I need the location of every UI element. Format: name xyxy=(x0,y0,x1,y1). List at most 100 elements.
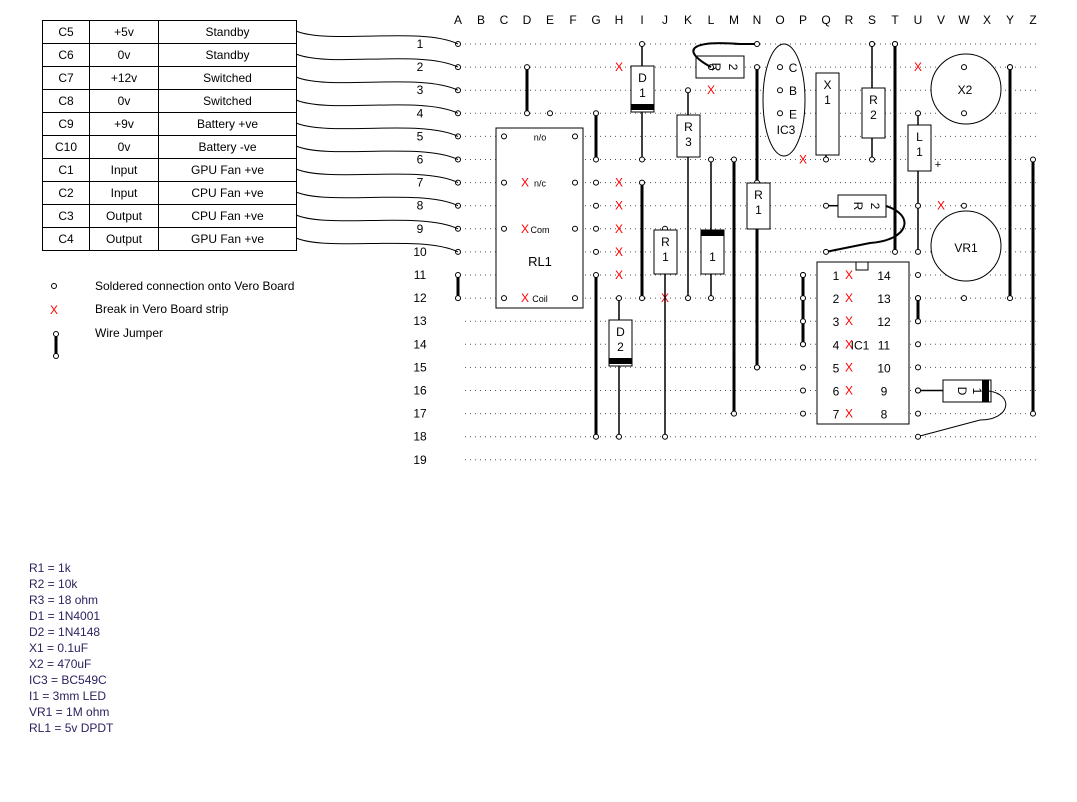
strip-break-mark: X xyxy=(615,176,623,190)
relay-rl1-label: RL1 xyxy=(528,254,552,269)
resistor-r2-body xyxy=(861,87,886,139)
pot-pin xyxy=(961,202,967,209)
connector-function: Switched xyxy=(158,89,297,113)
row-label: 18 xyxy=(413,430,427,444)
jumper-end xyxy=(593,156,599,163)
capacitor-x2-body xyxy=(930,53,1002,125)
ic1-pin-number: 5 xyxy=(833,361,840,375)
column-label: M xyxy=(729,13,739,27)
resistor-r1-body xyxy=(653,229,678,275)
row-label: 7 xyxy=(417,176,424,190)
relay-pin xyxy=(572,295,578,302)
strip-break-mark: X xyxy=(845,407,853,421)
ic1-pin-number: 12 xyxy=(877,315,891,329)
resistor-r2-pin xyxy=(869,156,875,163)
column-label: X xyxy=(983,13,991,27)
connector-function: CPU Fan +ve xyxy=(158,204,297,228)
jumper-end xyxy=(639,179,645,186)
column-label: Q xyxy=(821,13,830,27)
diode-d2-pin xyxy=(616,295,622,302)
row-label: 4 xyxy=(417,106,424,120)
column-label: D xyxy=(523,13,532,27)
legend-jumper-icon xyxy=(53,353,59,359)
row-label: 14 xyxy=(413,337,427,351)
ic1-pin-number: 14 xyxy=(877,269,891,283)
diode-d1-pin xyxy=(639,156,645,163)
jumper-end xyxy=(1030,156,1036,163)
resistor-pin xyxy=(823,248,829,255)
column-label: P xyxy=(799,13,807,27)
column-label: U xyxy=(914,13,923,27)
jumper-end xyxy=(455,295,461,302)
led-plus-mark: + xyxy=(935,159,941,171)
connector-wire xyxy=(295,214,459,230)
strip-break-mark: X xyxy=(707,83,715,97)
ic1-label: IC1 xyxy=(851,338,870,352)
relay-pin xyxy=(501,133,507,140)
resistor-r1-label: 1 xyxy=(662,250,669,264)
ic1-pin xyxy=(800,318,806,325)
relay-pin xyxy=(572,179,578,186)
parts-list-item: RL1 = 5v DPDT xyxy=(29,721,114,735)
relay-rl1-body xyxy=(495,127,584,309)
diode-d2-band xyxy=(609,358,632,364)
diode-d1-pin xyxy=(639,41,645,47)
jumper-end xyxy=(639,295,645,302)
relay-pin xyxy=(572,225,578,232)
column-label: O xyxy=(775,13,784,27)
legend-jumper-icon xyxy=(53,331,59,337)
connector-wire xyxy=(295,191,459,207)
strip-break-mark: X xyxy=(937,199,945,213)
column-label: F xyxy=(569,13,576,27)
resistor-r1b-body xyxy=(746,182,771,230)
jumper-end xyxy=(731,410,737,417)
solder-point xyxy=(593,225,599,232)
connector-wire xyxy=(295,237,459,253)
led-l1-pin xyxy=(915,110,921,117)
jumper-end xyxy=(593,433,599,440)
row-label: 6 xyxy=(417,153,424,167)
ic1-pin-number: 9 xyxy=(881,385,888,399)
jumper-end xyxy=(593,110,599,117)
jumper-end xyxy=(731,156,737,163)
row-label: 13 xyxy=(413,314,427,328)
transistor-pin-label: E xyxy=(789,107,797,121)
connector-voltage: +9v xyxy=(89,112,159,136)
ic1-pin xyxy=(800,387,806,394)
transistor-pin xyxy=(777,87,783,94)
strip-break-mark: X xyxy=(845,360,853,374)
ic1-pin-number: 6 xyxy=(833,385,840,399)
relay-pin xyxy=(501,179,507,186)
ic1-pin xyxy=(800,410,806,417)
strip-break-mark: X xyxy=(799,153,807,167)
connector-wire xyxy=(295,122,459,137)
connector-function: Standby xyxy=(158,43,297,67)
parts-list-item: I1 = 3mm LED xyxy=(29,689,107,703)
row-label: 10 xyxy=(413,245,427,259)
jumper-end xyxy=(455,272,461,278)
relay-pin xyxy=(572,133,578,140)
row-label: 17 xyxy=(413,407,427,421)
connector-voltage: 0v xyxy=(89,89,159,113)
diode-d1-h-label: D xyxy=(955,387,969,396)
connector-voltage: Input xyxy=(89,158,159,182)
connector-pin: C5 xyxy=(42,20,90,44)
connector-function: GPU Fan +ve xyxy=(158,227,297,251)
column-label: I xyxy=(640,13,643,27)
ic1-pin xyxy=(915,295,921,302)
ic1-pin-number: 7 xyxy=(833,408,840,422)
connector-pin: C10 xyxy=(42,135,90,159)
strip-break-mark: X xyxy=(615,245,623,259)
row-label: 5 xyxy=(417,129,424,143)
column-label: B xyxy=(477,13,485,27)
jumper-end xyxy=(1030,410,1036,417)
relay-pin xyxy=(501,225,507,232)
resistor-r2-top-label: 2 xyxy=(726,64,740,71)
legend-break-icon: X xyxy=(50,303,58,317)
row-label: 12 xyxy=(413,291,427,305)
transistor-ic3-label: IC3 xyxy=(777,123,796,137)
